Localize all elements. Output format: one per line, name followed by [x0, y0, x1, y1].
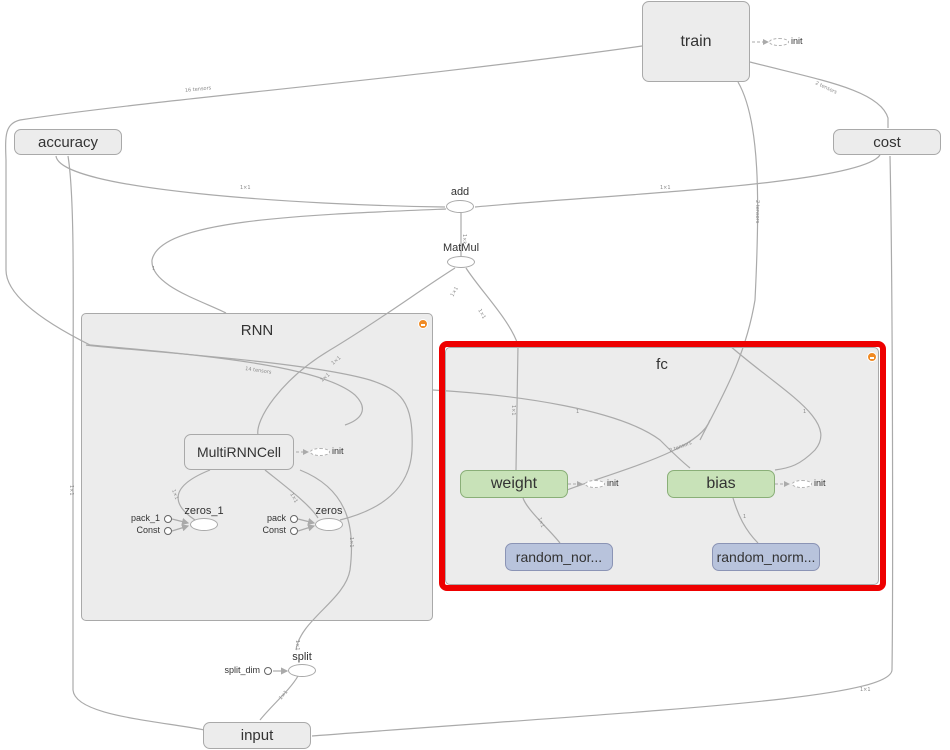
rnn-collapse-icon[interactable] [418, 319, 428, 329]
edge-train-fc [699, 81, 759, 441]
edge-label-2-tensors-top: 2 tensors [814, 80, 838, 95]
edge-cell-zeros [264, 469, 319, 519]
weight-init-node[interactable] [585, 480, 605, 488]
cost-node[interactable]: cost [833, 129, 941, 155]
edge-pack-zeros [297, 518, 316, 526]
edge-bias-fc [728, 344, 822, 471]
edge-label-rnn-cell: 1×1 [330, 355, 342, 366]
edge-label-cell-zeros1: 1×1 [170, 489, 179, 501]
edge-label-matmul-rnn: 1×1 [450, 286, 460, 298]
multirnncell-node[interactable]: MultiRNNCell [184, 434, 294, 470]
edge-cost-add [474, 154, 881, 208]
bias-init-node[interactable] [792, 480, 812, 488]
edge-matmul-weight [465, 267, 519, 471]
edge-matmul-rnn [257, 267, 456, 436]
edge-label-cell-zeros: 1×1 [288, 492, 298, 504]
edge-label-16-tensors: 16 tensors [185, 85, 212, 94]
rnn-group-title: RNN [240, 322, 274, 339]
const-b-label: Const [262, 525, 286, 535]
train-init-node[interactable] [769, 38, 789, 46]
pack-const-label: pack [266, 513, 286, 523]
edge-label-weight-mid: 1×1 [510, 405, 516, 416]
bias-init-label: init [814, 478, 826, 488]
input-node[interactable]: input [203, 722, 311, 749]
add-op-label: add [450, 186, 470, 198]
edge-consta-zeros1 [171, 524, 190, 532]
split-dim-label: split_dim [224, 665, 260, 675]
split-op-label: split [292, 651, 312, 663]
edge-label-bias-curve: 1 [803, 409, 806, 415]
edge-cell-zeros1 [177, 469, 211, 521]
pack-const[interactable] [290, 515, 298, 523]
pack1-const[interactable] [164, 515, 172, 523]
matmul-op-label: MatMul [442, 242, 480, 254]
edge-label-fc-edge: 1 [576, 409, 579, 415]
edge-split-input [259, 675, 299, 721]
edge-label-add-rnn: 1 [152, 266, 155, 272]
edge-label-rnn-loop: 1×1 [319, 372, 331, 383]
edge-label-weight-random: 1×1 [536, 517, 545, 529]
edge-label-split-in: 1×1 [294, 640, 300, 651]
zeros-op[interactable] [315, 518, 343, 531]
accuracy-node[interactable]: accuracy [14, 129, 122, 155]
const-b[interactable] [290, 527, 298, 535]
const-a[interactable] [164, 527, 172, 535]
edge-add-rnn [151, 208, 447, 314]
edge-label-bias-random: 1 [743, 514, 746, 520]
random-normal-weight-node[interactable]: random_nor... [505, 543, 613, 571]
edge-label-3-tensors: 2 tensors [754, 200, 760, 224]
edge-cost-input [311, 155, 894, 737]
cell-init-node[interactable] [310, 448, 330, 456]
edge-label-add-matmul: 1×k [461, 234, 467, 244]
zeros1-op[interactable] [190, 518, 218, 531]
edge-bias-random [732, 497, 759, 544]
edge-weight-random [522, 497, 561, 544]
zeros-op-label: zeros [315, 505, 343, 517]
split-dim-const[interactable] [264, 667, 272, 675]
edge-label-cell-split: 1×1 [348, 537, 354, 548]
edge-pack1-zeros1 [171, 518, 190, 526]
edge-label-accuracy-input: 1×1 [68, 485, 74, 496]
edge-label-2-tensors-fc: 2 tensors [669, 440, 693, 454]
edge-constb-zeros [297, 524, 316, 532]
random-normal-bias-node[interactable]: random_norm... [712, 543, 820, 571]
edge-train-cost [749, 61, 889, 128]
add-op[interactable] [446, 200, 474, 213]
edge-label-matmul-weight: 1×1 [476, 308, 486, 320]
train-node[interactable]: train [642, 1, 750, 82]
cell-init-label: init [332, 446, 344, 456]
edge-label-split-input: 1×1 [278, 689, 289, 701]
edge-accuracy-input [67, 155, 206, 731]
split-op[interactable] [288, 664, 316, 677]
const-a-label: Const [136, 525, 160, 535]
edge-label-cost-input: 1×1 [860, 687, 871, 693]
edge-train-16-tensors [5, 45, 643, 426]
zeros1-op-label: zeros_1 [184, 505, 224, 517]
matmul-op[interactable] [447, 256, 475, 268]
weight-node[interactable]: weight [460, 470, 568, 498]
edge-label-acc-add: 1×1 [240, 185, 251, 191]
edge-label-cost-add: 1×1 [660, 185, 671, 191]
fc-collapse-icon[interactable] [867, 352, 877, 362]
edge-accuracy-add [55, 155, 446, 208]
edge-cell-split [295, 469, 353, 651]
pack1-const-label: pack_1 [130, 513, 160, 523]
train-init-label: init [791, 36, 803, 46]
edge-rnn-loop [85, 344, 413, 521]
fc-group-title: fc [656, 356, 668, 373]
edge-rnn-fc [432, 389, 691, 469]
edge-label-14-tensors: 14 tensors [245, 366, 272, 376]
weight-init-label: init [607, 478, 619, 488]
bias-node[interactable]: bias [667, 470, 775, 498]
